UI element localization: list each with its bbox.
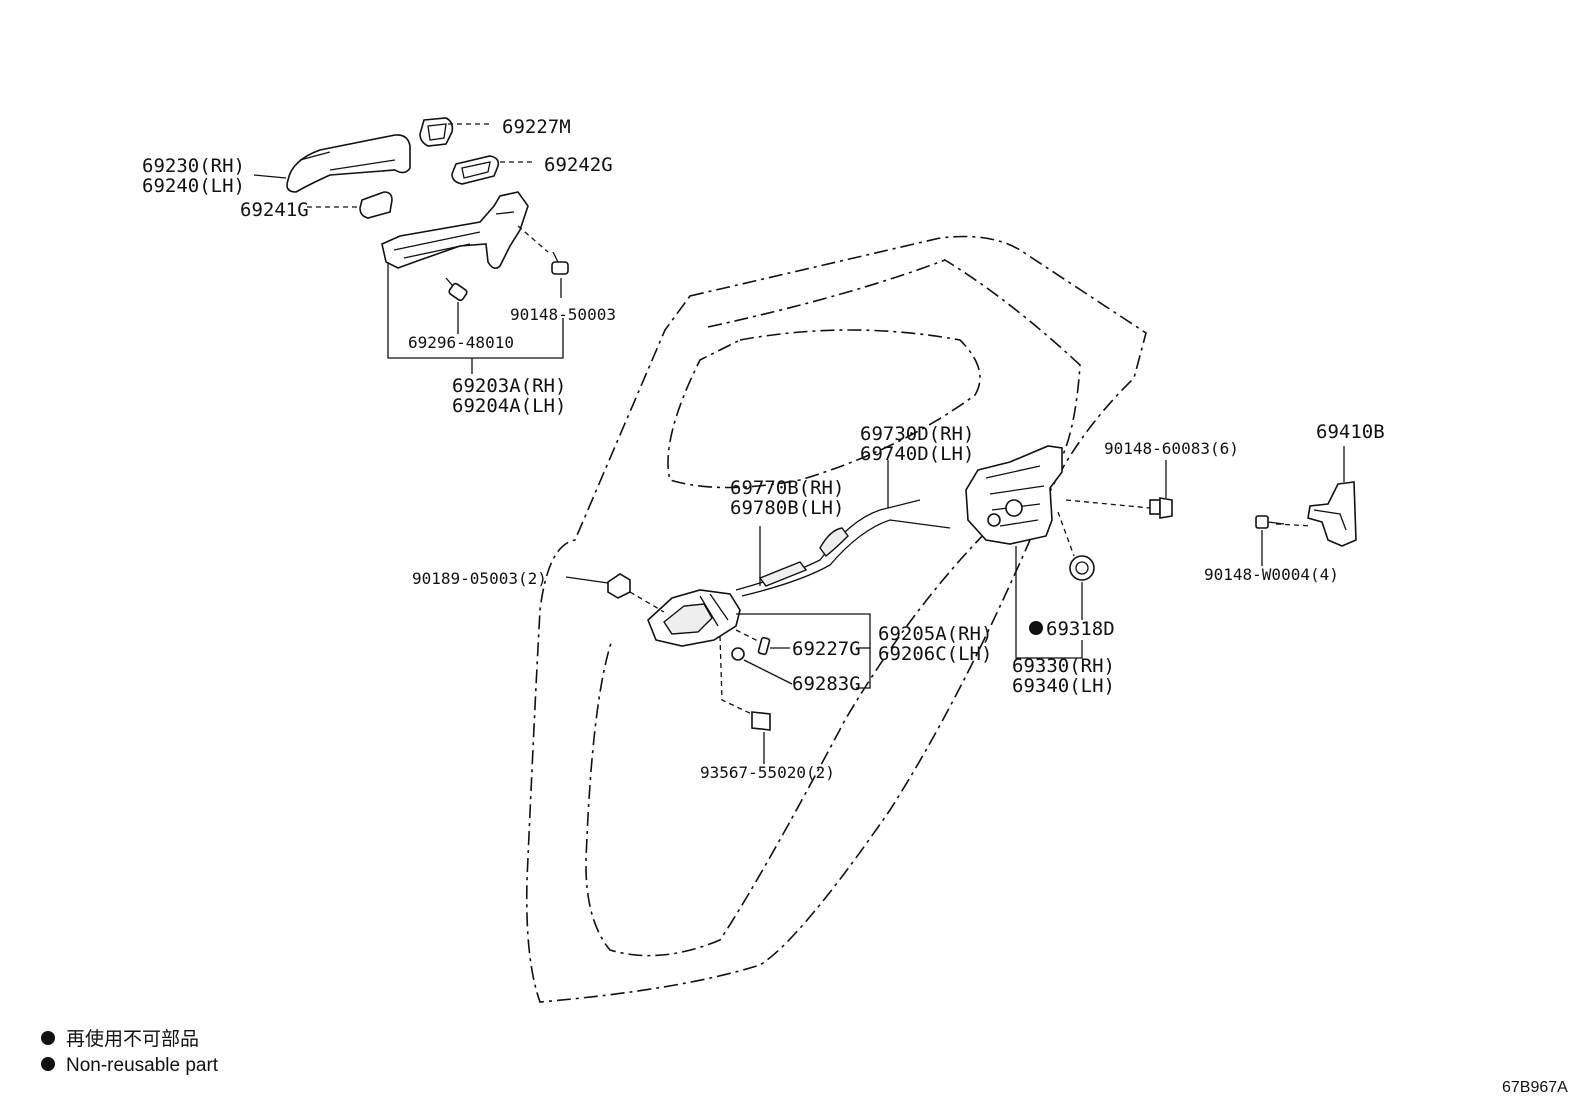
label-90189-05003: 90189-05003(2) <box>412 569 547 588</box>
label-69230: 69230(RH) <box>142 155 245 177</box>
screw-93567-55020 <box>719 635 771 764</box>
door-lock-69330 <box>965 445 1083 659</box>
label-69410B: 69410B <box>1316 421 1385 443</box>
screw-90148-60083 <box>1065 460 1173 519</box>
label-69740D: 69740D(LH) <box>860 443 974 465</box>
label-69340: 69340(LH) <box>1012 675 1115 697</box>
screw-90148-W0004 <box>1255 515 1285 566</box>
bolt-69296-48010 <box>445 277 468 302</box>
label-90148-W0004: 90148-W0004(4) <box>1204 565 1339 584</box>
legend: 再使用不可部品 Non-reusable part <box>41 1028 219 1076</box>
label-69318D: 69318D <box>1046 618 1115 640</box>
label-93567-55020: 93567-55020(2) <box>700 763 835 782</box>
label-69227M: 69227M <box>502 116 571 138</box>
part-labels: 69227M 69242G 69230(RH) 69240(LH) 69241G… <box>142 116 1385 782</box>
label-69296-48010: 69296-48010 <box>408 333 514 352</box>
non-reusable-marker <box>1029 621 1043 635</box>
label-90148-60083: 90148-60083(6) <box>1104 439 1239 458</box>
label-69204A: 69204A(LH) <box>452 395 566 417</box>
gasket-69241G <box>359 191 393 219</box>
label-69203A: 69203A(RH) <box>452 375 566 397</box>
label-69205A: 69205A(RH) <box>878 623 992 645</box>
legend-en: Non-reusable part <box>66 1055 219 1076</box>
label-69227G: 69227G <box>792 638 861 660</box>
label-69206C: 69206C(LH) <box>878 643 992 665</box>
door-outline <box>525 235 1147 1003</box>
legend-bullet-jp <box>41 1031 55 1045</box>
cap-69227M <box>419 117 454 147</box>
doc-code: 67B967A <box>1502 1079 1568 1096</box>
cables <box>735 460 951 597</box>
bracket-69205A <box>736 613 871 689</box>
outside-handle-group <box>253 117 569 374</box>
legend-jp: 再使用不可部品 <box>66 1028 199 1050</box>
legend-bullet-en <box>41 1057 55 1071</box>
label-69780B: 69780B(LH) <box>730 497 844 519</box>
gasket-69242G <box>451 155 500 185</box>
cap-69227G <box>735 629 790 656</box>
outside-handle-69230 <box>286 134 411 193</box>
label-69283G: 69283G <box>792 673 861 695</box>
label-69242G: 69242G <box>544 154 613 176</box>
label-69241G: 69241G <box>240 199 309 221</box>
inside-handle-69205A <box>647 589 741 647</box>
label-69770B: 69770B(RH) <box>730 477 844 499</box>
striker-69410B <box>1275 446 1357 547</box>
handle-frame-69203A <box>381 191 529 270</box>
label-69330: 69330(RH) <box>1012 655 1115 677</box>
bolt-90148-50003 <box>551 251 569 275</box>
label-90148-50003: 90148-50003 <box>510 305 616 324</box>
seal-69318D <box>1069 555 1095 620</box>
plug-69283G <box>731 647 793 685</box>
label-69240: 69240(LH) <box>142 175 245 197</box>
label-69730D: 69730D(RH) <box>860 423 974 445</box>
clip-90189-05003 <box>565 573 665 613</box>
